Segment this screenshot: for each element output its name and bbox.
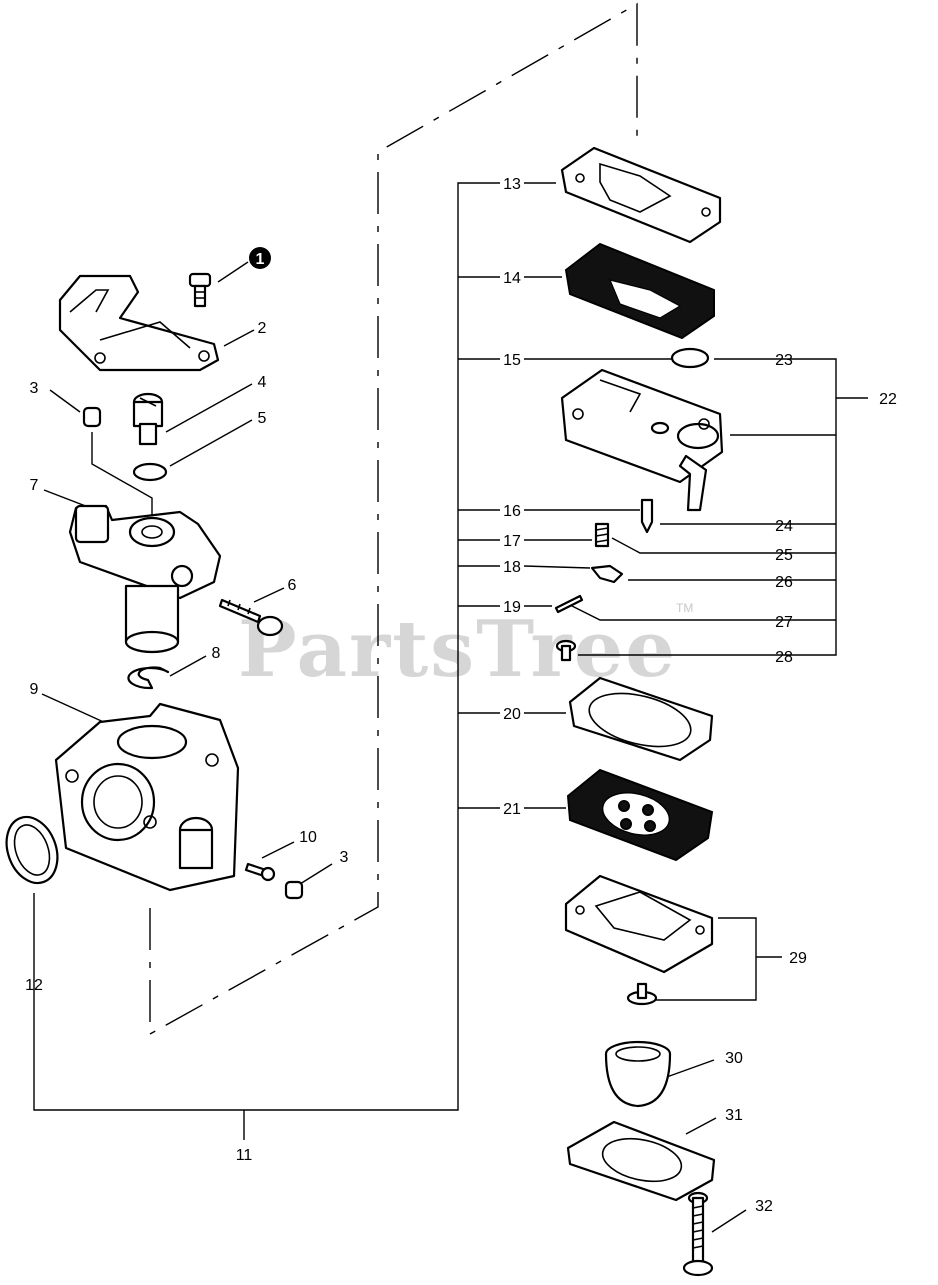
screw-part-32: [682, 1191, 714, 1277]
diaphragm-part-21: [566, 768, 714, 862]
assembly-dash-line: [149, 2, 638, 1036]
valve-shaft-part-4: [132, 392, 164, 446]
label-14: 14: [503, 270, 521, 287]
lever-part-26: [590, 564, 624, 584]
leader-1: [217, 261, 249, 283]
leader-4: [165, 383, 253, 433]
label-13: 13: [503, 176, 521, 193]
label-5: 5: [258, 410, 267, 427]
label-1: 1: [256, 251, 265, 268]
label-24: 24: [775, 518, 793, 535]
leader-27: [567, 603, 836, 621]
label-18: 18: [503, 559, 521, 576]
label-2: 2: [258, 320, 267, 337]
label-20: 20: [503, 706, 521, 723]
filter-screen-part-23: [670, 347, 710, 369]
carburetor-body-part-9: [54, 702, 240, 892]
leader-30: [663, 1059, 715, 1079]
label-19: 19: [503, 599, 521, 616]
leader-5: [169, 419, 253, 467]
needle-part-24: [640, 498, 654, 534]
pin-part-27: [554, 594, 584, 614]
throttle-body-part-7: [68, 504, 222, 654]
bracket-22: [714, 358, 837, 656]
leader-9: [41, 693, 109, 725]
cap-part-3a: [82, 406, 102, 428]
bracket-11: [33, 182, 500, 1111]
gasket-ring-part-12: [5, 815, 59, 885]
label-8: 8: [212, 645, 221, 662]
label-15: 15: [503, 352, 521, 369]
diaphragm-cover-part-29: [564, 874, 714, 1006]
primer-bulb-part-30: [604, 1040, 672, 1108]
leader-3a: [49, 389, 81, 413]
label-3a: 3: [30, 380, 39, 397]
label-10: 10: [299, 829, 317, 846]
label-12: 12: [25, 977, 43, 994]
screw-part-10: [244, 862, 276, 882]
leader-3a-align: [91, 432, 153, 520]
label-27: 27: [775, 614, 793, 631]
label-17: 17: [503, 533, 521, 550]
screw-part-1: [188, 272, 212, 308]
label-23: 23: [775, 352, 793, 369]
leader-32: [711, 1209, 747, 1233]
bracket-29: [656, 917, 757, 1001]
cap-part-3b: [284, 880, 304, 900]
leader-2: [223, 329, 255, 347]
leader-6: [253, 587, 285, 603]
watermark-trademark: TM: [676, 601, 693, 615]
label-29: 29: [789, 950, 807, 967]
label-6: 6: [288, 577, 297, 594]
spring-part-25: [594, 522, 610, 548]
label-28: 28: [775, 649, 793, 666]
screw-part-6: [218, 598, 284, 637]
label-32: 32: [755, 1198, 773, 1215]
leader-8: [169, 655, 207, 677]
label-7: 7: [30, 477, 39, 494]
pump-body-part-22: [560, 368, 724, 512]
diaphragm-part-14: [564, 242, 715, 340]
choke-plate-part-2: [58, 274, 220, 372]
label-30: 30: [725, 1050, 743, 1067]
leader-10: [261, 841, 295, 859]
gasket-part-20: [568, 676, 714, 762]
label-25: 25: [775, 547, 793, 564]
label-21: 21: [503, 801, 521, 818]
label-9: 9: [30, 681, 39, 698]
label-31: 31: [725, 1107, 743, 1124]
bulb-retainer-part-31: [566, 1120, 716, 1202]
label-22: 22: [879, 391, 897, 408]
leader-25: [611, 537, 836, 554]
label-16: 16: [503, 503, 521, 520]
screw-part-28: [555, 639, 577, 662]
leader-3b: [299, 863, 333, 885]
gasket-part-13: [560, 146, 722, 244]
leader-31: [685, 1117, 717, 1135]
leader-18: [523, 565, 591, 569]
label-11: 11: [236, 1147, 253, 1164]
label-3b: 3: [340, 849, 349, 866]
e-clip-part-8: [127, 666, 170, 690]
o-ring-part-5: [132, 462, 168, 482]
label-4: 4: [258, 374, 267, 391]
callout-circle-1: [249, 247, 271, 269]
label-26: 26: [775, 574, 793, 591]
